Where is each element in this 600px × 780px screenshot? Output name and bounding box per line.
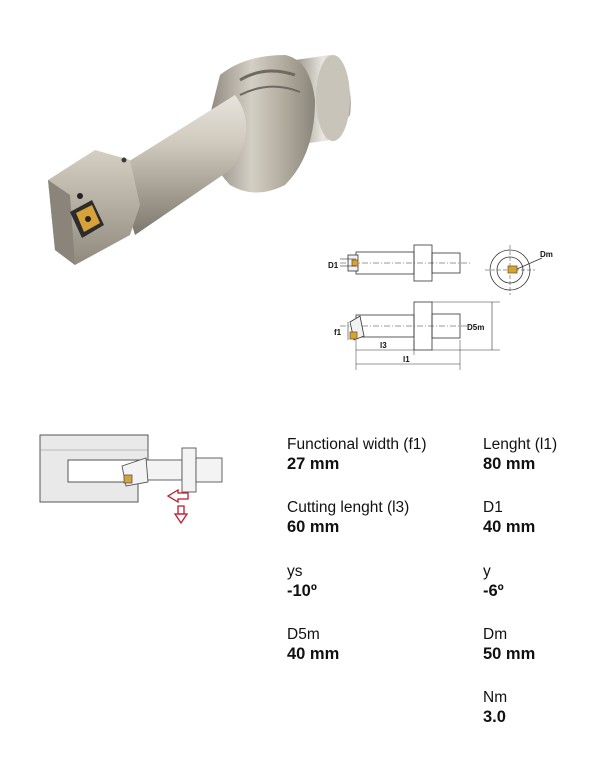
spec-label: Dm [483,626,508,643]
f1-label: f1 [334,328,342,337]
side-view [340,301,500,370]
d5m-label: D5m [467,323,484,332]
spec-value: -10º [287,582,317,600]
spec-value: -6º [483,582,504,600]
l3-label: l3 [380,341,387,350]
d1-label: D1 [328,261,339,270]
spec-d1: D1 40 mm [483,498,535,537]
top-view [340,244,470,282]
spec-label: Cutting lenght (l3) [287,499,410,516]
spec-dm: Dm 50 mm [483,625,535,664]
spec-d5m: D5m 40 mm [287,625,339,664]
spec-value: 60 mm [287,518,340,536]
spec-label: ys [287,563,303,580]
spec-label: Functional width (f1) [287,436,427,453]
cutting-insert-icon [70,200,104,238]
spec-label: D1 [483,499,503,516]
spec-y: y -6º [483,562,504,601]
spec-value: 3.0 [483,708,506,726]
spec-value: 27 mm [287,455,340,473]
spec-label: D5m [287,626,320,643]
l1-label: l1 [403,355,410,364]
dm-label: Dm [540,250,553,259]
spec-nm: Nm 3.0 [483,688,507,727]
spec-length: Lenght (l1) 80 mm [483,435,557,474]
spec-value: 40 mm [483,518,536,536]
spec-value: 80 mm [483,455,536,473]
spec-functional-width: Functional width (f1) 27 mm [287,435,427,474]
tool-holder-photo [48,55,351,265]
end-view [485,245,543,295]
feed-arrow-icon [166,488,189,525]
spec-label: y [483,563,491,580]
spec-value: 50 mm [483,645,536,663]
dimension-drawing: D1 Dm f1 D5m l3 l1 [328,244,553,370]
spec-value: 40 mm [287,645,340,663]
spec-cutting-length: Cutting lenght (l3) 60 mm [287,498,409,537]
spec-label: Nm [483,689,508,706]
spec-ys: ys -10º [287,562,317,601]
application-drawing [39,434,223,525]
spec-label: Lenght (l1) [483,436,558,453]
